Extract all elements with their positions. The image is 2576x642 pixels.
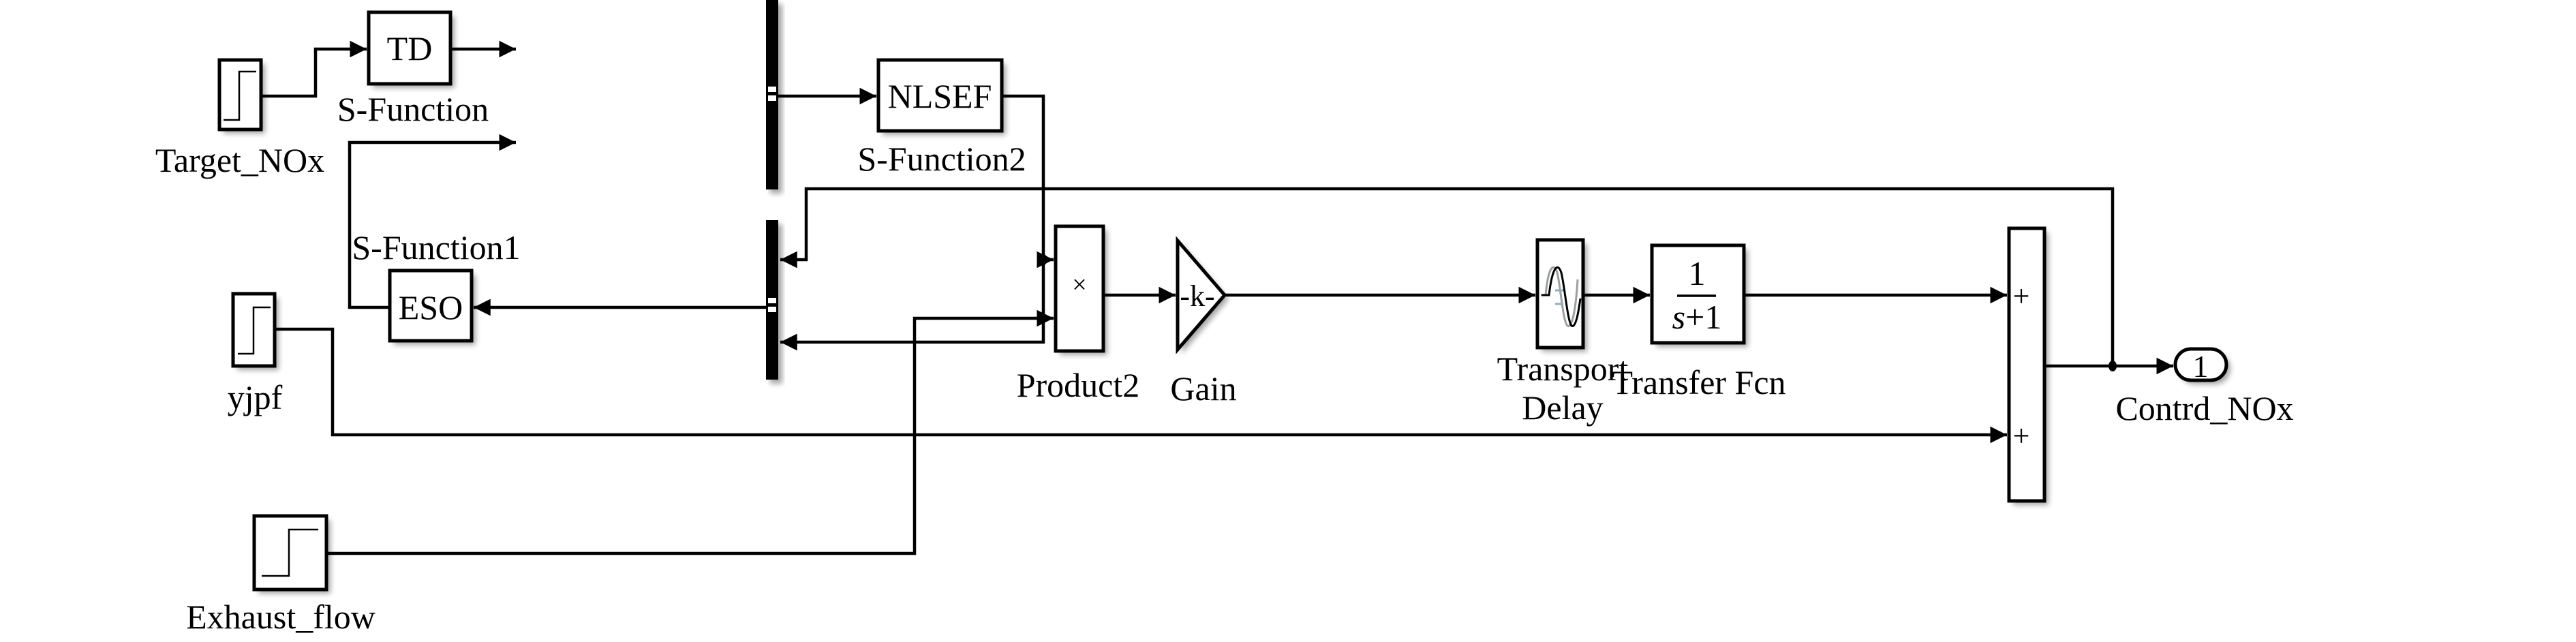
port-number: 1 [2193, 349, 2209, 384]
block-label: Transfer Fcn [1612, 363, 1785, 401]
mux-port-marker [768, 87, 776, 92]
block-label: Exhaust_flow [186, 598, 375, 636]
mux-port-marker [768, 307, 776, 312]
branch-point-nlsef [1039, 254, 1047, 265]
block-label: Product2 [1017, 366, 1140, 404]
block-label-line1: Transport [1497, 350, 1629, 388]
tf-denominator: s+1 [1672, 298, 1722, 336]
block-text: TD [387, 29, 433, 67]
step-block-yjpf[interactable]: yjpf [228, 292, 283, 416]
product-block[interactable]: × Product2 [1017, 224, 1140, 404]
signal-lines [261, 40, 2173, 555]
block-label: Gain [1170, 369, 1236, 408]
step-block-target-nox[interactable]: Target_NOx [155, 58, 324, 179]
gain-block[interactable]: -k- Gain [1170, 236, 1237, 408]
sfunction-td[interactable]: TD S-Function [337, 10, 489, 128]
step-icon [262, 528, 318, 577]
block-label: S-Function1 [352, 228, 520, 266]
wire-nlsef-to-product[interactable] [1002, 94, 1054, 269]
sum-block[interactable]: + + [2007, 226, 2049, 505]
wire-target-to-td[interactable] [261, 40, 367, 98]
sum-sign-2: + [2013, 419, 2030, 453]
delay-wave-icon [1541, 266, 1582, 327]
step-block-exhaust-flow[interactable]: Exhaust_flow [186, 514, 375, 636]
block-text: NLSEF [888, 77, 992, 115]
branch-point-output [2109, 361, 2117, 371]
block-label: S-Function [337, 90, 489, 128]
mux-port-marker [768, 95, 776, 101]
sum-sign-1: + [2013, 279, 2030, 313]
wire-nlsef-to-mux-bottom[interactable] [780, 260, 1045, 351]
step-icon [224, 70, 256, 121]
sfunction-eso[interactable]: ESO S-Function1 [352, 228, 521, 345]
transport-delay-block[interactable]: Transport Delay [1497, 238, 1629, 427]
block-label: Contrd_NOx [2115, 389, 2293, 427]
mux-top[interactable] [766, 0, 782, 194]
mux-bottom[interactable] [766, 220, 782, 384]
step-icon [238, 306, 271, 355]
mux-port-marker [768, 298, 776, 303]
transfer-fcn-block[interactable]: 1 s+1 Transfer Fcn [1612, 243, 1786, 401]
wire-yjpf-to-sum[interactable] [275, 327, 2007, 444]
tf-numerator: 1 [1689, 254, 1706, 292]
block-label: yjpf [228, 378, 283, 416]
block-label-line2: Delay [1522, 388, 1603, 427]
outport-contrd-nox[interactable]: 1 Contrd_NOx [2115, 347, 2294, 427]
sfunction-nlsef[interactable]: NLSEF S-Function2 [857, 58, 1026, 178]
block-label: Target_NOx [155, 141, 324, 179]
block-label: S-Function2 [857, 140, 1026, 178]
block-text: ESO [399, 288, 463, 326]
gain-value: -k- [1180, 279, 1214, 313]
multiply-icon: × [1072, 271, 1086, 299]
wire-feedback-to-mux-bottom[interactable] [780, 187, 2115, 366]
wire-eso-to-mux[interactable] [348, 134, 516, 309]
